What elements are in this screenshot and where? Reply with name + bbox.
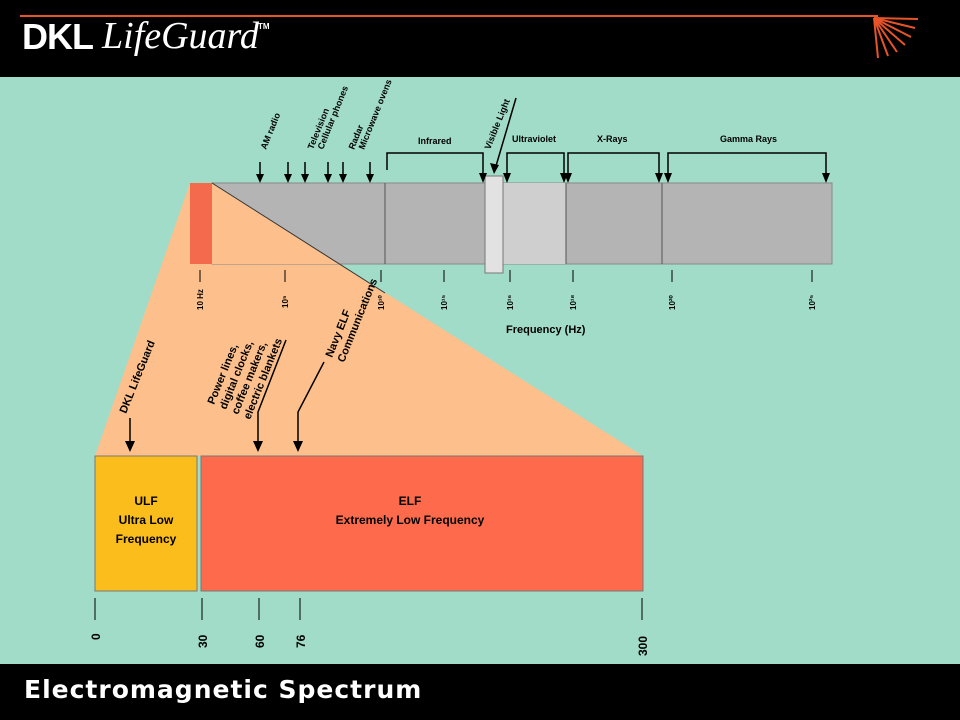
band-label-infrared: Infrared bbox=[418, 136, 452, 146]
arrowhead bbox=[339, 174, 347, 183]
tick-label: 0 bbox=[89, 633, 103, 640]
arrowhead bbox=[479, 173, 487, 183]
tick-label: 30 bbox=[196, 634, 210, 648]
tick-label: 10¹⁰ bbox=[377, 294, 386, 310]
logo-trademark: TM bbox=[258, 22, 270, 31]
tick-label: 10¹⁶ bbox=[506, 294, 515, 310]
tick-label: 10²⁰ bbox=[668, 294, 677, 310]
ulf-title: ULF bbox=[134, 494, 157, 508]
band-label-x-rays: X-Rays bbox=[597, 134, 628, 144]
arrowhead bbox=[664, 173, 672, 183]
ulf-box bbox=[94, 455, 198, 592]
page-title: Electromagnetic Spectrum bbox=[24, 675, 423, 704]
tick-label: 10¹⁵ bbox=[440, 294, 449, 310]
arrowhead bbox=[324, 174, 332, 183]
sunburst-logo-icon bbox=[873, 17, 919, 59]
ulf-line2: Frequency bbox=[116, 532, 177, 546]
band-label-ultraviolet: Ultraviolet bbox=[512, 134, 556, 144]
band-label-gamma-rays: Gamma Rays bbox=[720, 134, 777, 144]
tick-label: 300 bbox=[636, 636, 650, 656]
elf-title: ELF bbox=[399, 494, 422, 508]
arrowhead bbox=[366, 174, 374, 183]
power-lines-arrow bbox=[257, 339, 287, 442]
logo-brand: DKL bbox=[22, 16, 94, 57]
arrowhead bbox=[253, 441, 263, 452]
tick-label: 10⁵ bbox=[281, 295, 290, 308]
arrowhead bbox=[490, 163, 499, 174]
elf-box bbox=[200, 455, 644, 592]
ultraviolet-bracket bbox=[506, 152, 565, 181]
tick-label: 10 Hz bbox=[196, 289, 205, 310]
arrowhead bbox=[822, 173, 830, 183]
tick-label: 60 bbox=[253, 634, 267, 648]
infrared-bracket bbox=[386, 152, 484, 181]
marker-am-radio: AM radio bbox=[259, 111, 283, 151]
elf-marker bbox=[190, 183, 212, 264]
arrowhead bbox=[256, 174, 264, 183]
footer-bar bbox=[0, 664, 960, 720]
arrowhead bbox=[655, 173, 663, 183]
elf-subtitle: Extremely Low Frequency bbox=[336, 513, 485, 527]
marker-microwave-ovens: Microwave ovens bbox=[357, 78, 394, 151]
x-rays-bracket bbox=[567, 152, 660, 181]
tick-label: 10¹⁸ bbox=[569, 294, 578, 310]
navy-elf-arrow bbox=[297, 361, 325, 442]
ulf-line1: Ultra Low bbox=[119, 513, 174, 527]
arrowhead bbox=[293, 441, 303, 452]
marker-visible-light: Visible Light bbox=[483, 98, 512, 151]
arrowhead bbox=[564, 173, 572, 183]
tick-label: 76 bbox=[294, 634, 308, 648]
ultraviolet-band bbox=[503, 183, 566, 264]
arrowhead bbox=[125, 441, 135, 452]
axis-label: Frequency (Hz) bbox=[506, 324, 586, 336]
header-bar bbox=[0, 0, 960, 77]
tick-label: 10²⁵ bbox=[808, 294, 817, 310]
logo-product: LifeGuard bbox=[102, 15, 259, 57]
visible-light-arrow bbox=[495, 97, 517, 167]
visible-light-band bbox=[484, 175, 504, 274]
arrowhead bbox=[503, 173, 511, 183]
zoom-edge bbox=[211, 182, 386, 294]
arrowhead bbox=[284, 174, 292, 183]
arrowhead bbox=[301, 174, 309, 183]
gamma-rays-bracket bbox=[667, 152, 827, 181]
